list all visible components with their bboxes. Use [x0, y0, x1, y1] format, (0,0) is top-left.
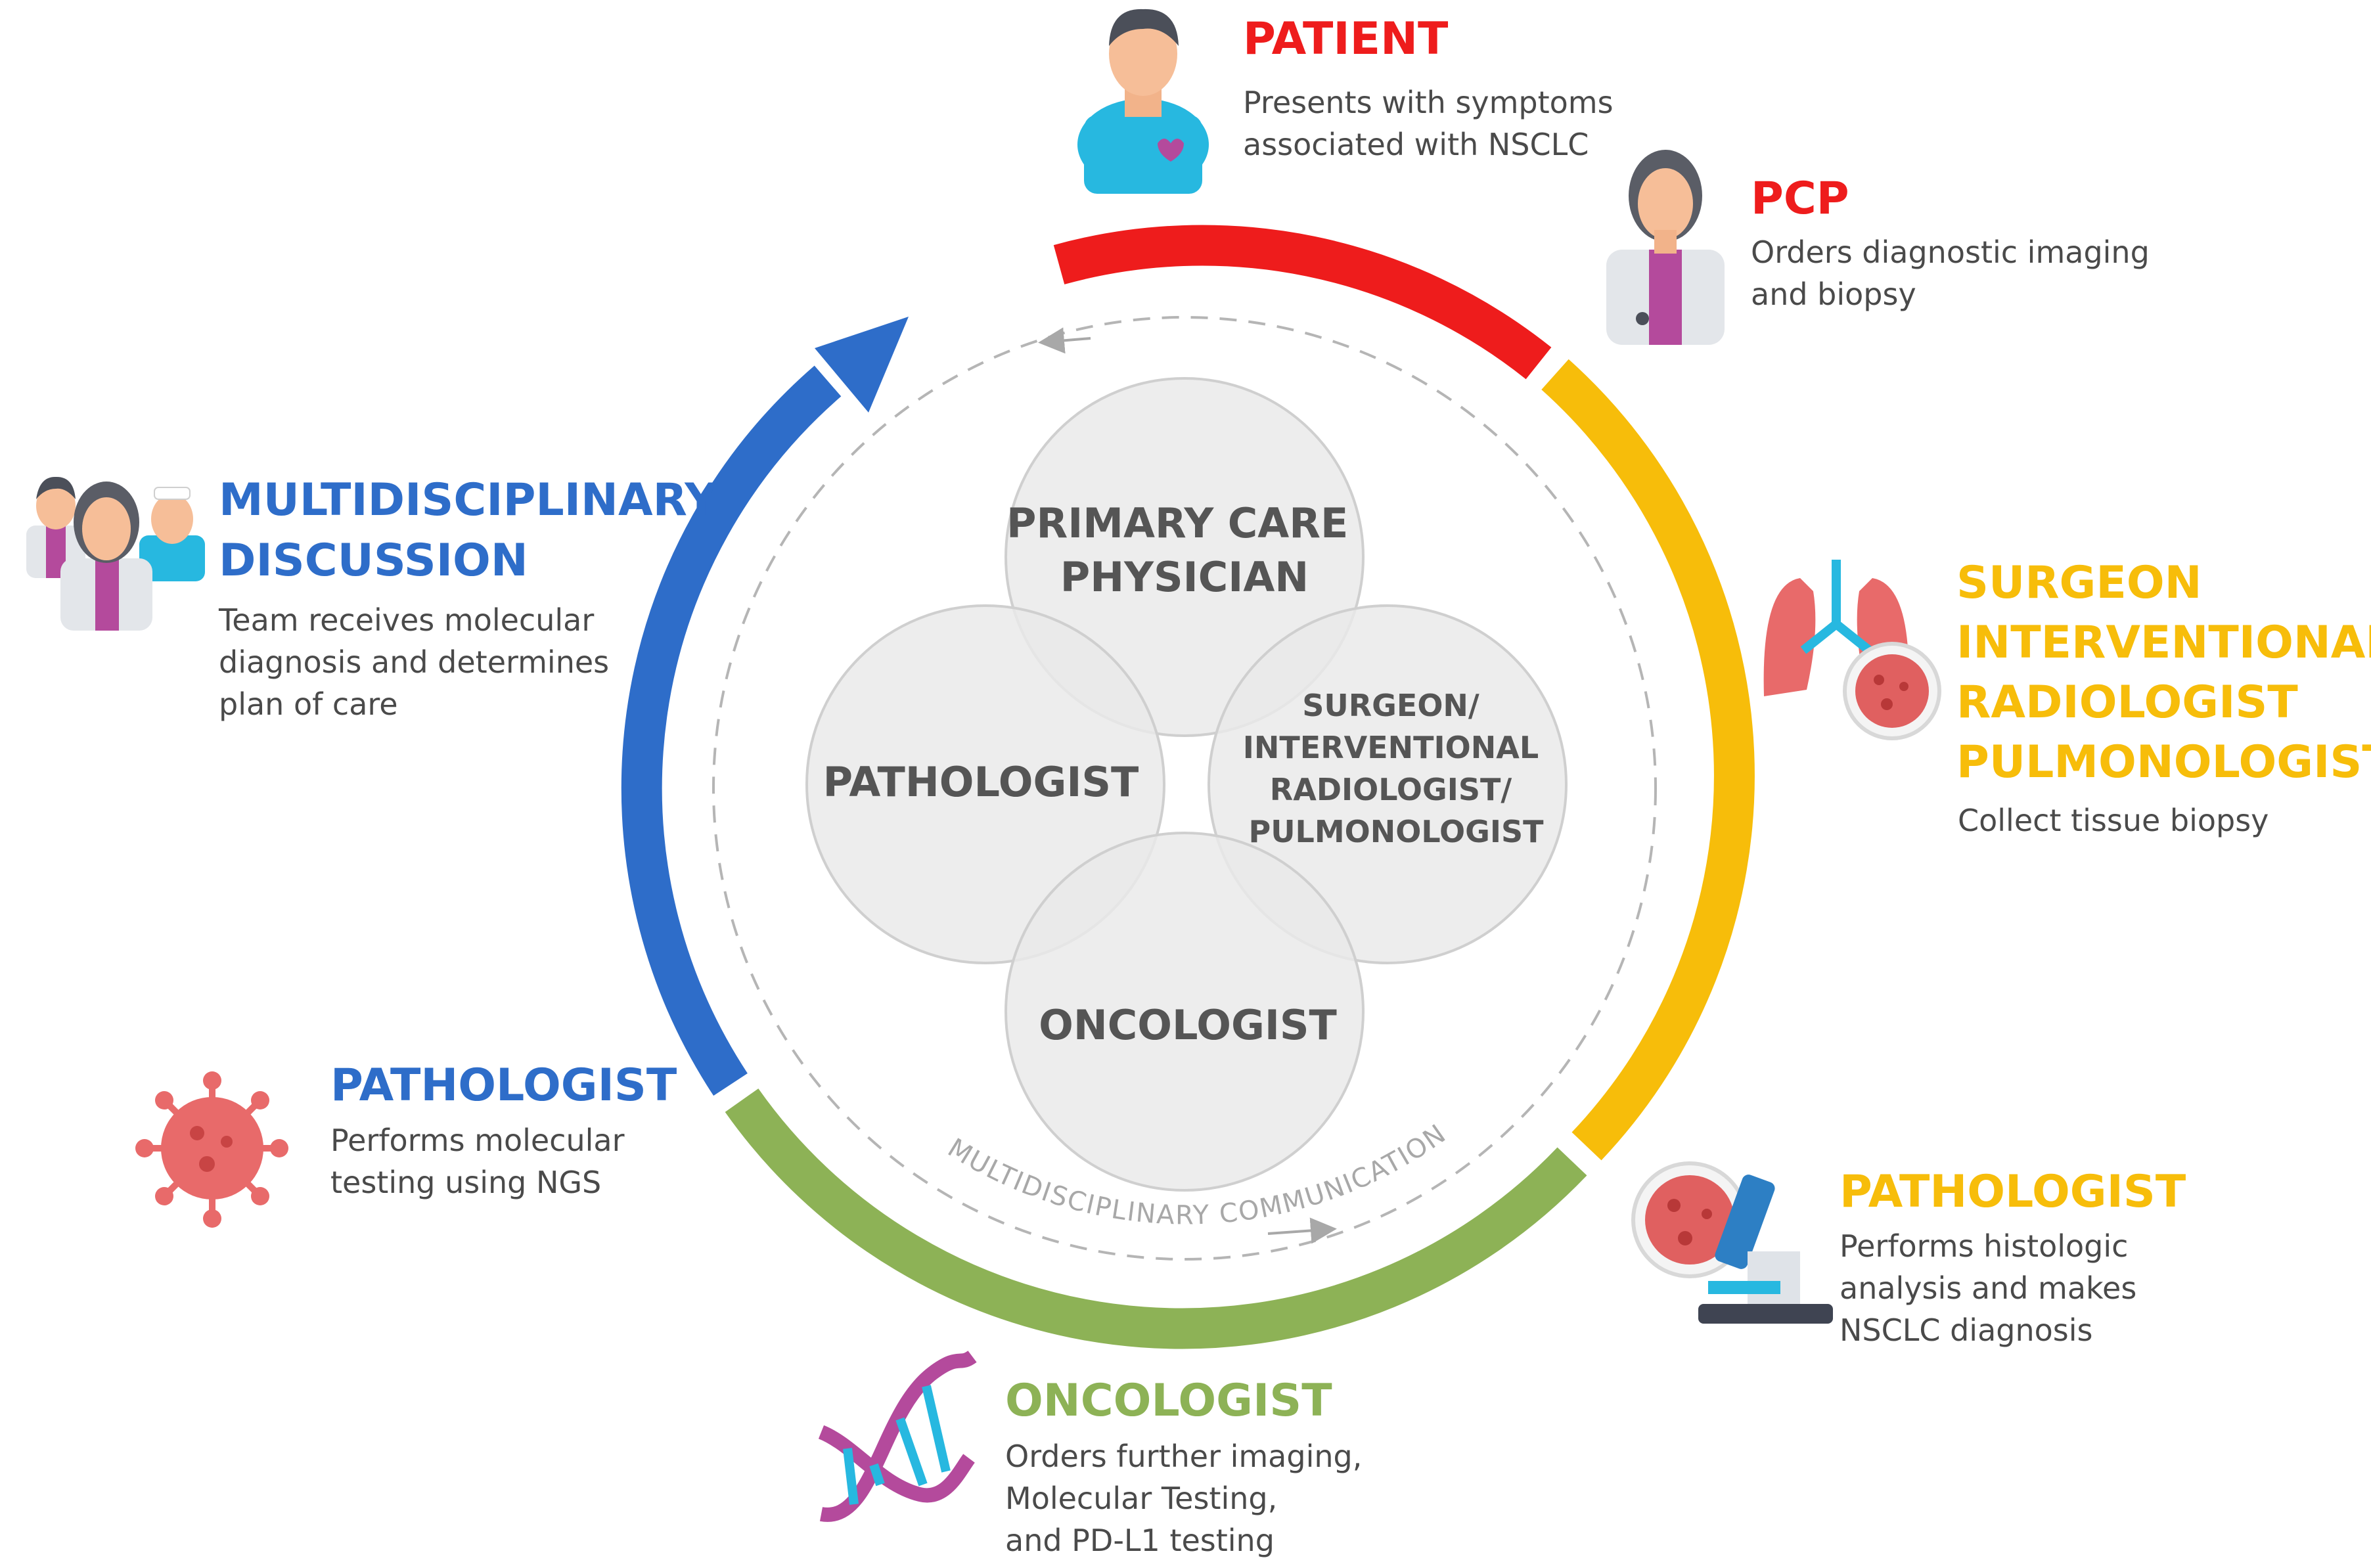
communication-arrow-top — [1038, 327, 1091, 354]
communication-arrow-bottom — [1267, 1217, 1337, 1244]
ring-arc-patient — [1053, 225, 1552, 380]
microscope-icon — [1631, 1161, 1833, 1324]
patient-desc: Presents with symptoms associated with N… — [1243, 85, 1623, 162]
communication-circle — [712, 316, 1657, 1261]
ring-arc-oncologist — [725, 1088, 1587, 1349]
multidisciplinary-desc: Team receives molecular diagnosis and de… — [218, 602, 619, 722]
pathologist-left-desc: Performs molecular testing using NGS — [330, 1123, 634, 1200]
pathologist-left-title: PATHOLOGIST — [330, 1060, 677, 1111]
surgeon-title: SURGEON INTERVENTIONAL RADIOLOGIST PULMO… — [1956, 557, 2371, 788]
center-label-oncologist: ONCOLOGIST — [1039, 1001, 1337, 1049]
surgeon-desc: Collect tissue biopsy — [1958, 803, 2269, 838]
lungs-icon — [1763, 560, 1941, 740]
center-circles — [805, 377, 1568, 1192]
ring-arrowhead — [815, 317, 909, 413]
ring-arc-pathologist — [621, 365, 842, 1096]
center-label-surgeon: SURGEON/ INTERVENTIONAL RADIOLOGIST/ PUL… — [1243, 688, 1549, 849]
pathologist-right-title: PATHOLOGIST — [1840, 1166, 2186, 1218]
pcp-desc: Orders diagnostic imaging and biopsy — [1751, 235, 2159, 312]
multidisciplinary-title: MULTIDISCIPLINARY DISCUSSION — [219, 474, 733, 587]
doctor-icon — [1606, 150, 1725, 345]
patient-title: PATIENT — [1243, 13, 1449, 65]
center-labels: PRIMARY CARE PHYSICIAN PATHOLOGIST SURGE… — [823, 499, 1549, 1049]
outer-ring — [621, 225, 1755, 1349]
center-label-pcp: PRIMARY CARE PHYSICIAN — [1006, 499, 1363, 601]
dna-icon — [818, 1350, 977, 1522]
center-label-pathologist: PATHOLOGIST — [823, 758, 1139, 806]
center-circle-oncologist — [1005, 832, 1365, 1192]
oncologist-title: ONCOLOGIST — [1005, 1375, 1332, 1427]
team-icon — [26, 476, 205, 631]
ring-arc-surgeon — [1541, 359, 1755, 1161]
oncologist-desc: Orders further imaging, Molecular Testin… — [1005, 1439, 1372, 1558]
pcp-title: PCP — [1751, 173, 1849, 225]
virus-icon — [135, 1071, 288, 1228]
patient-icon — [1077, 9, 1209, 194]
pathologist-right-desc: Performs histologic analysis and makes N… — [1840, 1228, 2146, 1348]
